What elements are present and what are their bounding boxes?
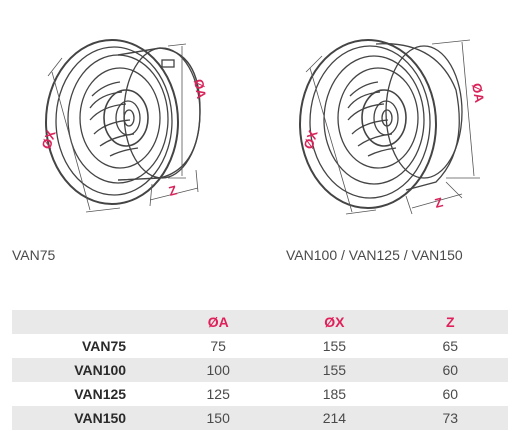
header-model <box>12 310 160 334</box>
van100-150-drawing: ØA ØX Z <box>299 39 487 215</box>
header-dia-a: ØA <box>207 314 229 330</box>
row-dia-x: 185 <box>322 386 347 402</box>
row-model: VAN75 <box>82 338 127 354</box>
table-row: VAN125 125 185 60 <box>12 382 508 406</box>
row-model: VAN125 <box>74 386 127 402</box>
row-dia-a: 125 <box>206 386 230 402</box>
row-dia-a: 100 <box>206 362 230 378</box>
row-z: 60 <box>442 362 459 378</box>
right-dim-a-label: ØA <box>469 82 487 104</box>
row-dia-a: 150 <box>206 410 230 426</box>
dimensions-table: ØA ØX Z VAN75 75 155 65 VAN100 100 155 6… <box>12 310 508 430</box>
van75-drawing: ØA ØX Z <box>39 39 209 213</box>
caption-van100-150: VAN100 / VAN125 / VAN150 <box>286 247 463 263</box>
table-row: VAN100 100 155 60 <box>12 358 508 382</box>
row-z: 60 <box>442 386 459 402</box>
table-row: VAN75 75 155 65 <box>12 334 508 358</box>
row-z: 73 <box>442 410 459 426</box>
row-dia-x: 155 <box>322 362 347 378</box>
row-dia-a: 75 <box>210 338 226 354</box>
right-dim-z-label: Z <box>433 194 444 210</box>
row-model: VAN100 <box>74 362 127 378</box>
left-dim-z-label: Z <box>167 182 178 198</box>
row-model: VAN150 <box>74 410 127 426</box>
row-z: 65 <box>442 338 459 354</box>
header-dia-x: ØX <box>324 314 345 330</box>
left-dim-x-label: ØX <box>39 128 59 151</box>
caption-van75: VAN75 <box>12 247 56 263</box>
table-header-row: ØA ØX Z <box>12 310 508 334</box>
row-dia-x: 155 <box>322 338 347 354</box>
row-dia-x: 214 <box>322 410 347 426</box>
table-row: VAN150 150 214 73 <box>12 406 508 430</box>
left-dim-a-label: ØA <box>191 78 209 100</box>
right-dim-x-label: ØX <box>301 128 321 151</box>
header-z: Z <box>445 314 455 330</box>
